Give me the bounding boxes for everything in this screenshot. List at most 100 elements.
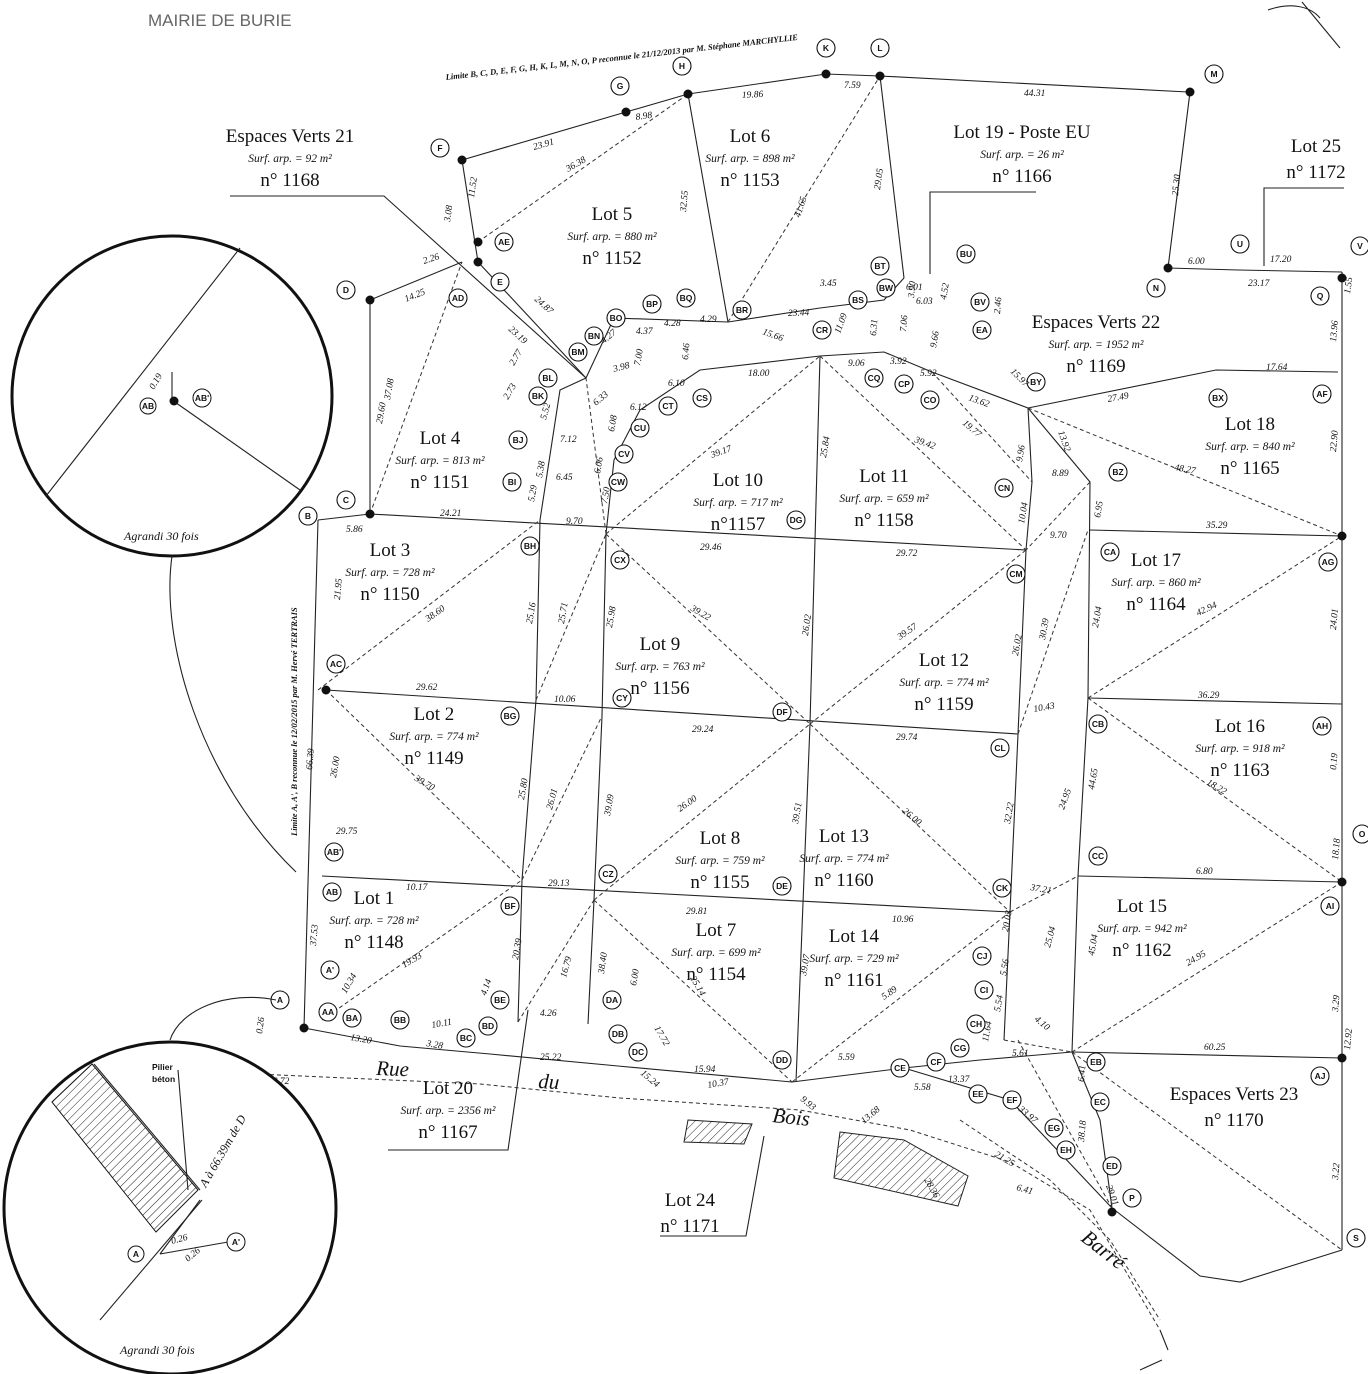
dimension-label: 20.39 — [511, 937, 525, 960]
lot-surface: Surf. arp. = 860 m² — [1111, 577, 1201, 589]
dimension-label: 4.29 — [700, 315, 717, 325]
svg-text:AJ: AJ — [1315, 1071, 1326, 1081]
dimension-label: 11.52 — [467, 176, 480, 198]
svg-text:Pilier: Pilier — [152, 1062, 173, 1072]
svg-text:M: M — [1210, 69, 1217, 79]
lot-name: Lot 1 — [354, 888, 395, 909]
lot-surface: Surf. arp. = 729 m² — [809, 953, 899, 965]
dimension-label: 9.66 — [929, 330, 942, 348]
svg-text:U: U — [1237, 239, 1243, 249]
dimension-label: 24.04 — [1091, 605, 1105, 628]
dimension-label: 24.95 — [1185, 949, 1209, 968]
svg-text:BS: BS — [852, 295, 864, 305]
svg-text:DG: DG — [790, 515, 803, 525]
dimension-label: 5.92 — [920, 369, 937, 379]
survey-point: BW — [876, 278, 896, 298]
survey-point: CB — [1088, 714, 1108, 734]
dimension-label: 0.19 — [1329, 753, 1340, 771]
svg-text:CN: CN — [998, 483, 1010, 493]
dimension-label: 26.02 — [801, 614, 814, 637]
street-boundary — [255, 1073, 1169, 1371]
svg-text:CB: CB — [1092, 719, 1104, 729]
lot-label: Espaces Verts 23n° 1170 — [1170, 1084, 1298, 1131]
survey-point: M — [1204, 64, 1224, 84]
svg-text:CM: CM — [1009, 569, 1022, 579]
dimension-label: 25.30 — [1171, 174, 1183, 197]
svg-text:DF: DF — [776, 707, 787, 717]
svg-text:CW: CW — [611, 477, 626, 487]
dimension-label: 44.65 — [1087, 767, 1101, 790]
dimension-label: 6.00 — [1188, 257, 1205, 267]
dimension-label: 26.01 — [545, 788, 560, 811]
svg-text:EB: EB — [1090, 1057, 1102, 1067]
lot-surface: Surf. arp. = 942 m² — [1097, 923, 1187, 935]
survey-point: EC — [1090, 1092, 1110, 1112]
dimension-label: 3.28 — [424, 1039, 443, 1052]
svg-text:BK: BK — [532, 391, 545, 401]
survey-point: AG — [1318, 552, 1338, 572]
dimension-label: 30.39 — [1038, 617, 1052, 641]
lot-number: n° 1166 — [992, 166, 1051, 187]
dimension-label: 4.14 — [479, 978, 494, 997]
dimension-label: 6.06 — [593, 456, 606, 474]
svg-text:CX: CX — [614, 555, 626, 565]
lot-name: Espaces Verts 23 — [1170, 1084, 1298, 1105]
dimension-label: 3.98 — [611, 361, 631, 375]
lot-name: Lot 19 - Poste EU — [953, 122, 1090, 143]
svg-text:CQ: CQ — [868, 373, 881, 383]
dimension-label: 13.20 — [349, 1033, 372, 1047]
dimension-label: 29.62 — [416, 683, 438, 693]
survey-point: BP — [642, 294, 662, 314]
lot-number: n° 1160 — [814, 870, 873, 891]
dimension-label: 8.98 — [635, 111, 653, 123]
dimension-label: 39.09 — [603, 793, 617, 817]
svg-text:EG: EG — [1048, 1123, 1061, 1133]
dimension-label: 26.00 — [900, 807, 923, 829]
svg-text:0.26: 0.26 — [170, 1233, 189, 1247]
svg-text:CH: CH — [970, 1019, 982, 1029]
survey-point: CJ — [972, 946, 992, 966]
dimension-label: 3.29 — [1331, 995, 1343, 1014]
dimension-label: 15.24 — [638, 1069, 661, 1091]
svg-text:AB: AB — [142, 401, 154, 411]
lot-number: n° 1165 — [1220, 458, 1279, 479]
survey-point: CA — [1100, 542, 1120, 562]
svg-text:EA: EA — [976, 325, 988, 335]
svg-text:BD: BD — [482, 1021, 494, 1031]
dimension-label: 39.07 — [799, 953, 813, 978]
street-du: du — [538, 1069, 560, 1094]
lot-number: n° 1148 — [344, 932, 403, 953]
survey-point: CO — [920, 390, 940, 410]
survey-point: AF — [1312, 384, 1332, 404]
svg-text:BW: BW — [879, 283, 894, 293]
dimension-label: 10.04 — [1017, 501, 1031, 524]
survey-point: EA — [972, 320, 992, 340]
dimension-label: 6.03 — [916, 297, 933, 307]
dimension-label: 25.80 — [517, 777, 531, 800]
lot-number: n° 1149 — [404, 748, 463, 769]
lot-surface: Surf. arp. = 2356 m² — [401, 1105, 496, 1117]
svg-text:AI: AI — [1326, 901, 1335, 911]
dimension-label: 6.01 — [906, 283, 923, 293]
survey-point: DA — [602, 990, 622, 1010]
dimension-label: 22.90 — [1329, 430, 1341, 452]
survey-point: CT — [658, 396, 678, 416]
dimension-label: 39.51 — [791, 802, 805, 826]
survey-point: CV — [614, 444, 634, 464]
svg-text:CP: CP — [898, 379, 910, 389]
lot-number: n° 1168 — [260, 170, 319, 191]
survey-point: DB — [608, 1024, 628, 1044]
note-left: Limite A, A', B reconnue le 12/02/2015 p… — [289, 607, 299, 837]
survey-point: EF — [1002, 1090, 1022, 1110]
dimension-label: 60.25 — [1204, 1043, 1226, 1053]
svg-text:CF: CF — [930, 1057, 941, 1067]
dimension-label: 4.27 — [600, 327, 620, 346]
building-hatch-2 — [833, 1131, 969, 1207]
dimension-label: 6.33 — [592, 390, 611, 409]
